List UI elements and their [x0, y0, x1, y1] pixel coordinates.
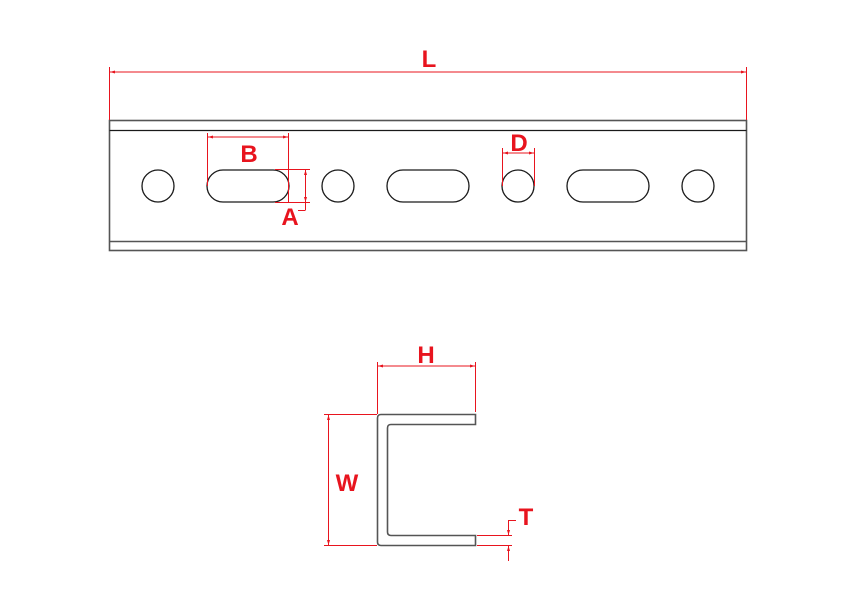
dimension-label-H: H [417, 342, 434, 369]
slot-hole [566, 169, 650, 203]
dimension-label-T: T [519, 504, 534, 531]
dimension-T: T [477, 504, 534, 561]
dimension-B: B [207, 133, 289, 202]
dimension-label-A: A [281, 204, 298, 231]
rail-plan-view [108, 119, 748, 252]
slot-hole [206, 169, 290, 203]
round-hole [501, 169, 535, 203]
dimension-label-W: W [336, 470, 359, 497]
round-hole [681, 169, 715, 203]
dimension-W: W [324, 414, 377, 546]
dimension-L: L [109, 46, 747, 120]
dimension-D: D [502, 130, 535, 186]
rail-outline [108, 119, 748, 252]
dimension-label-D: D [510, 130, 527, 157]
dimension-A: A [275, 169, 310, 231]
channel-profile [376, 413, 477, 547]
dimension-label-B: B [240, 141, 257, 168]
dimension-label-L: L [422, 46, 437, 73]
slot-hole [386, 169, 470, 203]
channel-section-view [376, 413, 477, 547]
round-hole [141, 169, 175, 203]
dimension-H: H [377, 342, 476, 414]
round-hole [321, 169, 355, 203]
